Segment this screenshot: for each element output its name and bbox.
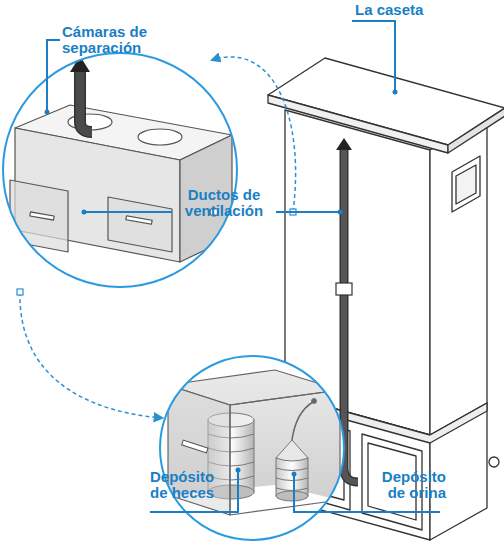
leader-line xyxy=(352,21,395,92)
urine-tube xyxy=(292,402,313,440)
house xyxy=(268,58,504,540)
tube-end xyxy=(312,399,317,404)
side-cap xyxy=(489,457,499,467)
chamber-zoom xyxy=(0,50,240,290)
leader-line xyxy=(276,211,340,213)
door-handle xyxy=(126,216,152,224)
part-label: Cámaras de separación xyxy=(62,24,162,56)
leader-dot xyxy=(292,472,297,477)
container-base xyxy=(276,491,308,501)
leader-dot xyxy=(236,468,241,473)
leader-dot xyxy=(82,210,87,215)
part-label: Ductos de ventilación xyxy=(172,187,276,219)
leader-dot xyxy=(45,110,50,115)
vent-pipe xyxy=(344,148,358,482)
vent-pipe-fill xyxy=(344,148,358,482)
window-pane xyxy=(456,165,476,204)
part-label: Depósito de orina xyxy=(364,469,446,501)
leader-line xyxy=(84,211,172,213)
zoom-bg xyxy=(150,350,360,548)
box-side xyxy=(230,390,340,515)
vent-pipe-fill xyxy=(80,70,92,132)
container-rings xyxy=(276,468,308,491)
deposit-zoom xyxy=(150,350,360,548)
zoom-ring xyxy=(3,53,237,287)
door-handle xyxy=(30,212,54,220)
roof-side-edge xyxy=(448,108,504,153)
pipe-bracket xyxy=(336,283,352,295)
chamber-door-left xyxy=(10,180,68,252)
zoom-connector xyxy=(20,292,162,418)
leader-dot xyxy=(393,90,398,95)
roof-front-edge xyxy=(268,95,448,153)
vent-pipe xyxy=(80,70,92,132)
urine-cone xyxy=(276,440,308,461)
leader-line xyxy=(150,470,238,512)
part-label: Depósito de heces xyxy=(150,469,232,501)
anchor-square xyxy=(17,289,23,295)
seat-hole xyxy=(138,129,182,145)
box-handle xyxy=(182,440,208,453)
zoom-bg xyxy=(0,50,240,290)
window xyxy=(452,156,480,212)
vent-arrow xyxy=(336,138,352,150)
leader-line xyxy=(47,40,60,112)
leader-dot xyxy=(338,210,343,215)
urine-container xyxy=(276,458,308,496)
part-label: La caseta xyxy=(355,2,465,18)
chamber-door-right xyxy=(108,197,172,252)
house-side-upper xyxy=(430,118,487,435)
